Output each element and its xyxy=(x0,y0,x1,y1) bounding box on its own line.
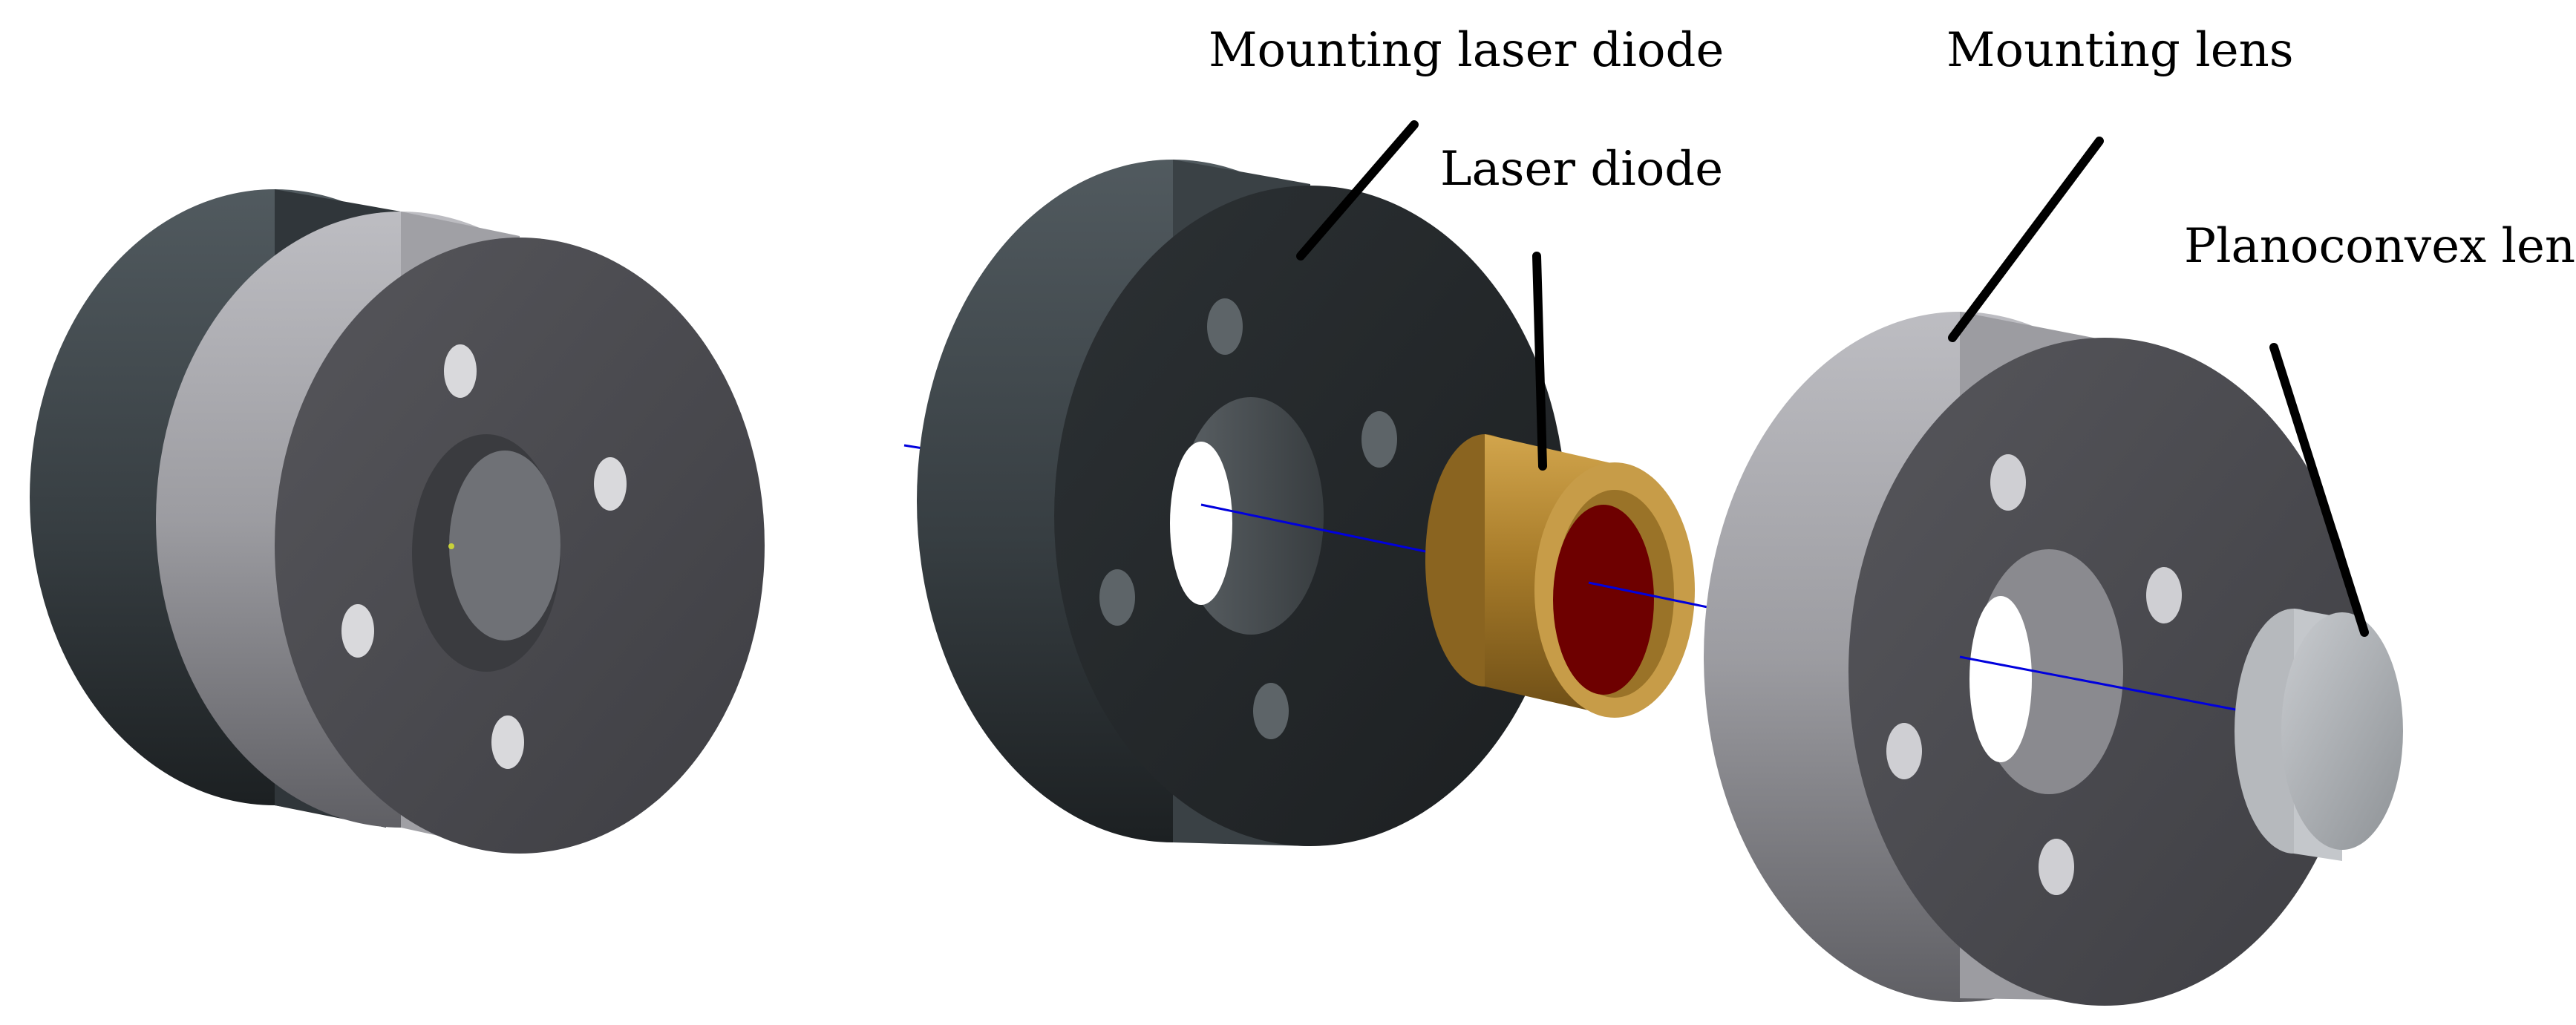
mounting-lens-part xyxy=(1704,312,2361,1006)
label-laser-diode: Laser diode xyxy=(1440,142,1724,197)
screw-hole xyxy=(1990,454,2026,511)
screw-hole xyxy=(341,604,374,658)
screw-hole xyxy=(1099,569,1135,626)
screw-hole xyxy=(491,715,524,769)
ld-red-emitter xyxy=(1553,505,1654,695)
ml-bore-through xyxy=(1969,596,2032,762)
pcl-face xyxy=(2281,612,2403,850)
assembled-window xyxy=(449,451,560,641)
laser-diode-part xyxy=(1425,434,1708,718)
axis-segment xyxy=(1588,581,1708,609)
planoconvex-lens-part xyxy=(2235,609,2403,861)
leader-planoconvex-lens xyxy=(2269,343,2369,637)
screw-hole xyxy=(594,457,627,511)
leader-lines xyxy=(1296,120,2369,637)
leader-laser-diode xyxy=(1532,252,1547,471)
leader-mounting-lens xyxy=(1948,137,2104,342)
label-mounting-laser-diode: Mounting laser diode xyxy=(1209,23,1725,78)
screw-hole xyxy=(2039,839,2074,895)
screw-hole xyxy=(1361,411,1397,468)
screw-hole xyxy=(1207,298,1243,355)
leader-mounting-laser-diode xyxy=(1296,120,1419,261)
screw-hole xyxy=(1253,683,1289,739)
axis-segment xyxy=(1200,503,1434,554)
screw-hole xyxy=(1886,723,1922,779)
screw-hole xyxy=(444,344,477,398)
mounting-laser-diode-part xyxy=(917,160,1566,846)
screw-hole xyxy=(2146,567,2182,623)
label-mounting-lens: Mounting lens xyxy=(1946,23,2294,78)
label-planoconvex-lens: Planoconvex lens xyxy=(2184,219,2576,274)
mld-bore-through xyxy=(1170,442,1232,605)
assembled-diode-dot xyxy=(448,543,454,549)
assembled-unit xyxy=(30,189,765,854)
